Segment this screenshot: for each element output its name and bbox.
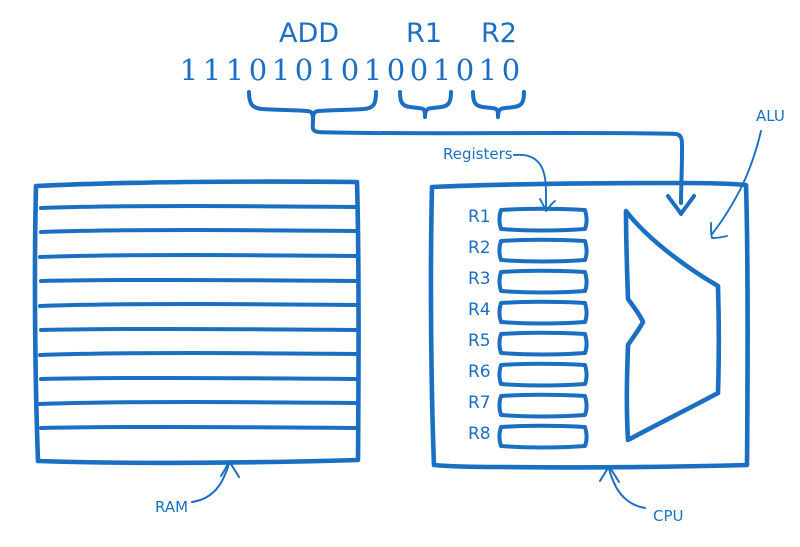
brace-r2	[471, 90, 526, 119]
register-row-r8[interactable]: R8	[468, 423, 589, 450]
register-label-r7: R7	[468, 393, 491, 413]
field-label-r1: R1	[406, 18, 442, 49]
bit-10: 0	[410, 53, 428, 87]
register-label-r8: R8	[468, 424, 491, 444]
bit-11: 1	[433, 53, 451, 87]
bit-1: 1	[203, 53, 221, 87]
brace-r1	[398, 90, 453, 119]
cpu-box	[428, 180, 750, 470]
cpu-callout: CPU	[599, 465, 684, 525]
register-label-r6: R6	[468, 362, 491, 382]
registers-callout: Registers	[443, 145, 556, 212]
registers-callout-label: Registers	[443, 145, 513, 163]
register-list: R1 R2 R3 R4 R5 R6	[468, 206, 589, 450]
bit-9: 0	[387, 53, 405, 87]
bit-3: 0	[249, 53, 267, 87]
field-label-r2: R2	[481, 18, 517, 49]
ram-callout-label: RAM	[155, 498, 188, 516]
instruction-bits: 1 1 1 0 1 0 1 0 1 0 0 1 0 1 0	[180, 53, 520, 87]
brace-add	[247, 90, 378, 122]
bit-4: 1	[272, 53, 290, 87]
register-label-r3: R3	[468, 269, 491, 289]
register-row-r5[interactable]: R5	[468, 330, 589, 357]
register-row-r4[interactable]: R4	[468, 299, 589, 326]
bit-0: 1	[180, 53, 198, 87]
register-label-r2: R2	[468, 238, 491, 258]
register-box-r1	[497, 206, 589, 233]
register-row-r7[interactable]: R7	[468, 392, 589, 419]
register-row-r2[interactable]: R2	[468, 237, 589, 264]
bit-8: 1	[364, 53, 382, 87]
alu-shape	[623, 208, 722, 443]
bit-13: 1	[479, 53, 497, 87]
bit-5: 0	[295, 53, 313, 87]
alu-callout-label: ALU	[756, 107, 785, 125]
register-row-r6[interactable]: R6	[468, 361, 589, 388]
bit-2: 1	[226, 53, 244, 87]
alu-callout: ALU	[710, 107, 785, 239]
ram-row-dividers	[38, 204, 359, 430]
register-label-r4: R4	[468, 300, 491, 320]
register-box-r4	[497, 299, 589, 326]
register-label-r5: R5	[468, 331, 491, 351]
opcode-to-alu-connector	[310, 118, 696, 216]
register-box-r3	[497, 268, 589, 295]
register-box-r2	[497, 237, 589, 264]
register-box-r8	[497, 423, 589, 450]
register-box-r6	[497, 361, 589, 388]
ram-callout: RAM	[155, 460, 240, 516]
ram-box	[32, 179, 361, 466]
register-row-r1[interactable]: R1	[468, 206, 589, 233]
bit-7: 0	[341, 53, 359, 87]
register-label-r1: R1	[468, 207, 491, 227]
bit-14: 0	[502, 53, 520, 87]
cpu-callout-label: CPU	[653, 507, 684, 525]
bit-12: 0	[456, 53, 474, 87]
instruction-field-labels: ADD R1 R2	[279, 18, 517, 49]
register-box-r5	[497, 330, 589, 357]
register-box-r7	[497, 392, 589, 419]
bit-6: 1	[318, 53, 336, 87]
field-label-add: ADD	[279, 18, 339, 49]
register-row-r3[interactable]: R3	[468, 268, 589, 295]
